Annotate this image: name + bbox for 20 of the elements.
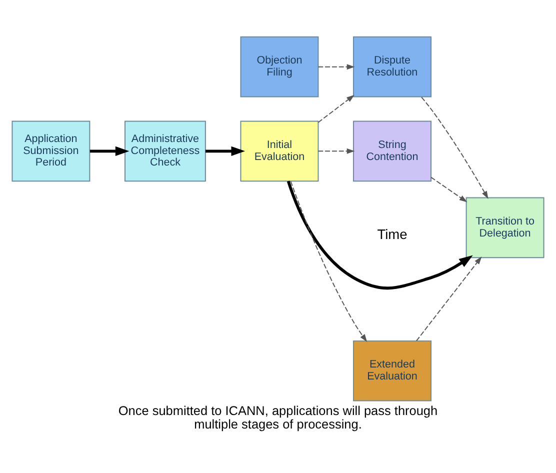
arrow: [90, 146, 130, 156]
node-box: Dispute Resolution: [353, 36, 432, 98]
arrow: [318, 94, 354, 123]
arrow: [416, 256, 482, 342]
arrow: [205, 146, 246, 156]
node-box: Initial Evaluation: [240, 120, 319, 182]
arrow: [290, 180, 368, 342]
label: Time: [377, 227, 408, 242]
arrow: [430, 176, 468, 202]
arrow: [318, 148, 355, 154]
arrow: [286, 180, 473, 290]
arrow: [318, 64, 355, 70]
node-box: Application Submission Period: [12, 120, 90, 182]
node-box: String Contention: [353, 120, 432, 182]
node-box: Transition to Delegation: [466, 197, 544, 258]
node-box: Objection Filing: [240, 36, 319, 98]
node-box: Administrative Completeness Check: [124, 120, 206, 182]
arrow: [421, 96, 488, 199]
node-box: Extended Evaluation: [353, 340, 432, 402]
caption: Once submitted to ICANN, applications will pass through multiple stages of processing.: [118, 402, 438, 432]
